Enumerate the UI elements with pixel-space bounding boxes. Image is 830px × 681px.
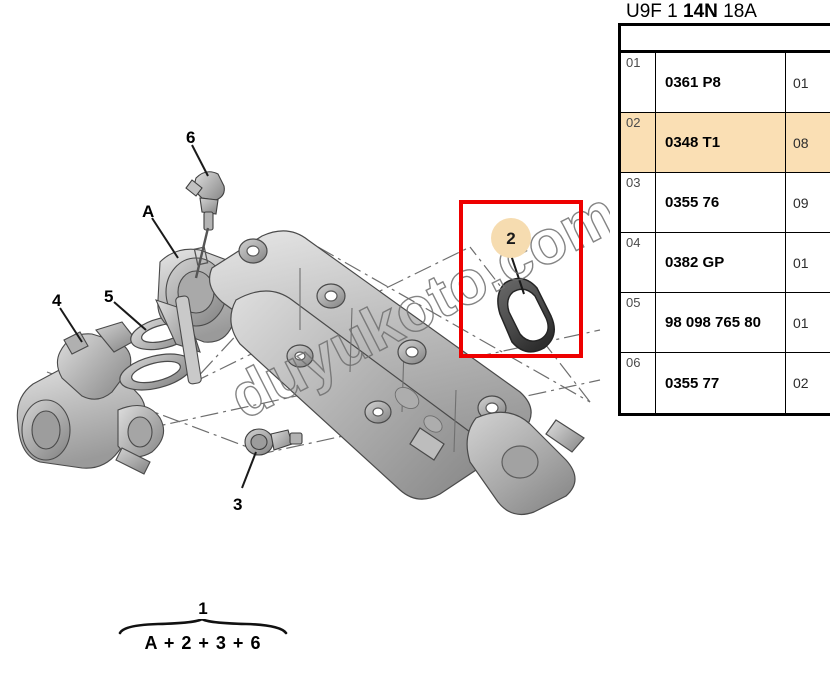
row-index: 04	[621, 233, 656, 292]
table-title: U9F 1 14N 18A	[626, 2, 757, 21]
callout-badge-2: 2	[491, 218, 531, 258]
legend-block: 1 A + 2 + 3 + 6	[118, 600, 288, 652]
row-quantity: 01	[793, 254, 809, 271]
row-index: 03	[621, 173, 656, 232]
callout-label-3: 3	[233, 495, 243, 514]
callout-label-6: 6	[186, 128, 196, 147]
table-title-bold: 14N	[683, 1, 718, 22]
row-reference: 0348 T1	[656, 113, 786, 172]
row-quantity: 09	[793, 194, 809, 211]
row-reference: 0355 76	[656, 173, 786, 232]
part-4-valve-body	[16, 321, 165, 475]
row-quantity: 02	[793, 375, 809, 391]
callout-badge-2-label: 2	[506, 228, 516, 248]
row-index: 06	[621, 353, 656, 413]
legend-top-number: 1	[198, 599, 208, 618]
illustration-pane: duyukoto.com 2 6 A 5 4 3 1 A + 2 + 3 + 6	[16, 128, 610, 652]
part-6-sensor	[185, 171, 225, 279]
table-row[interactable]: 06 0355 77 02	[621, 353, 830, 413]
callout-label-a: A	[142, 202, 155, 221]
row-quantity: 01	[793, 74, 809, 91]
row-reference: 0355 77	[656, 353, 786, 413]
table-row[interactable]: 05 98 098 765 80 01	[621, 293, 830, 353]
table-title-prefix: U9F 1	[626, 1, 684, 22]
table-subheader-row	[618, 26, 830, 53]
table-title-row: U9F 1 14N 18A	[618, 0, 830, 26]
row-reference: 98 098 765 80	[656, 293, 786, 352]
table-row[interactable]: 03 0355 76 09	[621, 173, 830, 233]
row-index: 05	[621, 293, 656, 352]
legend-formula: A + 2 + 3 + 6	[144, 633, 262, 653]
table-row-selected[interactable]: 02 0348 T1 08	[621, 113, 830, 173]
table-row[interactable]: 01 0361 P8 01	[621, 53, 830, 113]
row-reference: 0361 P8	[656, 53, 786, 112]
intake-manifold-body	[209, 230, 585, 515]
part-3-plug	[244, 428, 303, 456]
legend-brace-icon	[118, 619, 288, 635]
row-index: 02	[621, 113, 656, 172]
row-reference: 0382 GP	[656, 233, 786, 292]
highlight-box	[459, 200, 583, 358]
callout-label-5: 5	[104, 287, 114, 306]
parts-table-pane: U9F 1 14N 18A 01 0361 P8 01 02 0348 T1 0…	[618, 0, 830, 681]
part-2-oval-gasket	[497, 277, 555, 353]
callout-leader-lines	[59, 144, 525, 489]
parts-rows-container: 01 0361 P8 01 02 0348 T1 08 03 0355 76 0…	[618, 53, 830, 416]
row-quantity: 08	[793, 134, 809, 151]
callout-label-4: 4	[52, 291, 62, 310]
row-quantity: 01	[793, 314, 809, 331]
row-index: 01	[621, 53, 656, 112]
table-row[interactable]: 04 0382 GP 01	[621, 233, 830, 293]
table-title-suffix: 18A	[717, 1, 757, 22]
